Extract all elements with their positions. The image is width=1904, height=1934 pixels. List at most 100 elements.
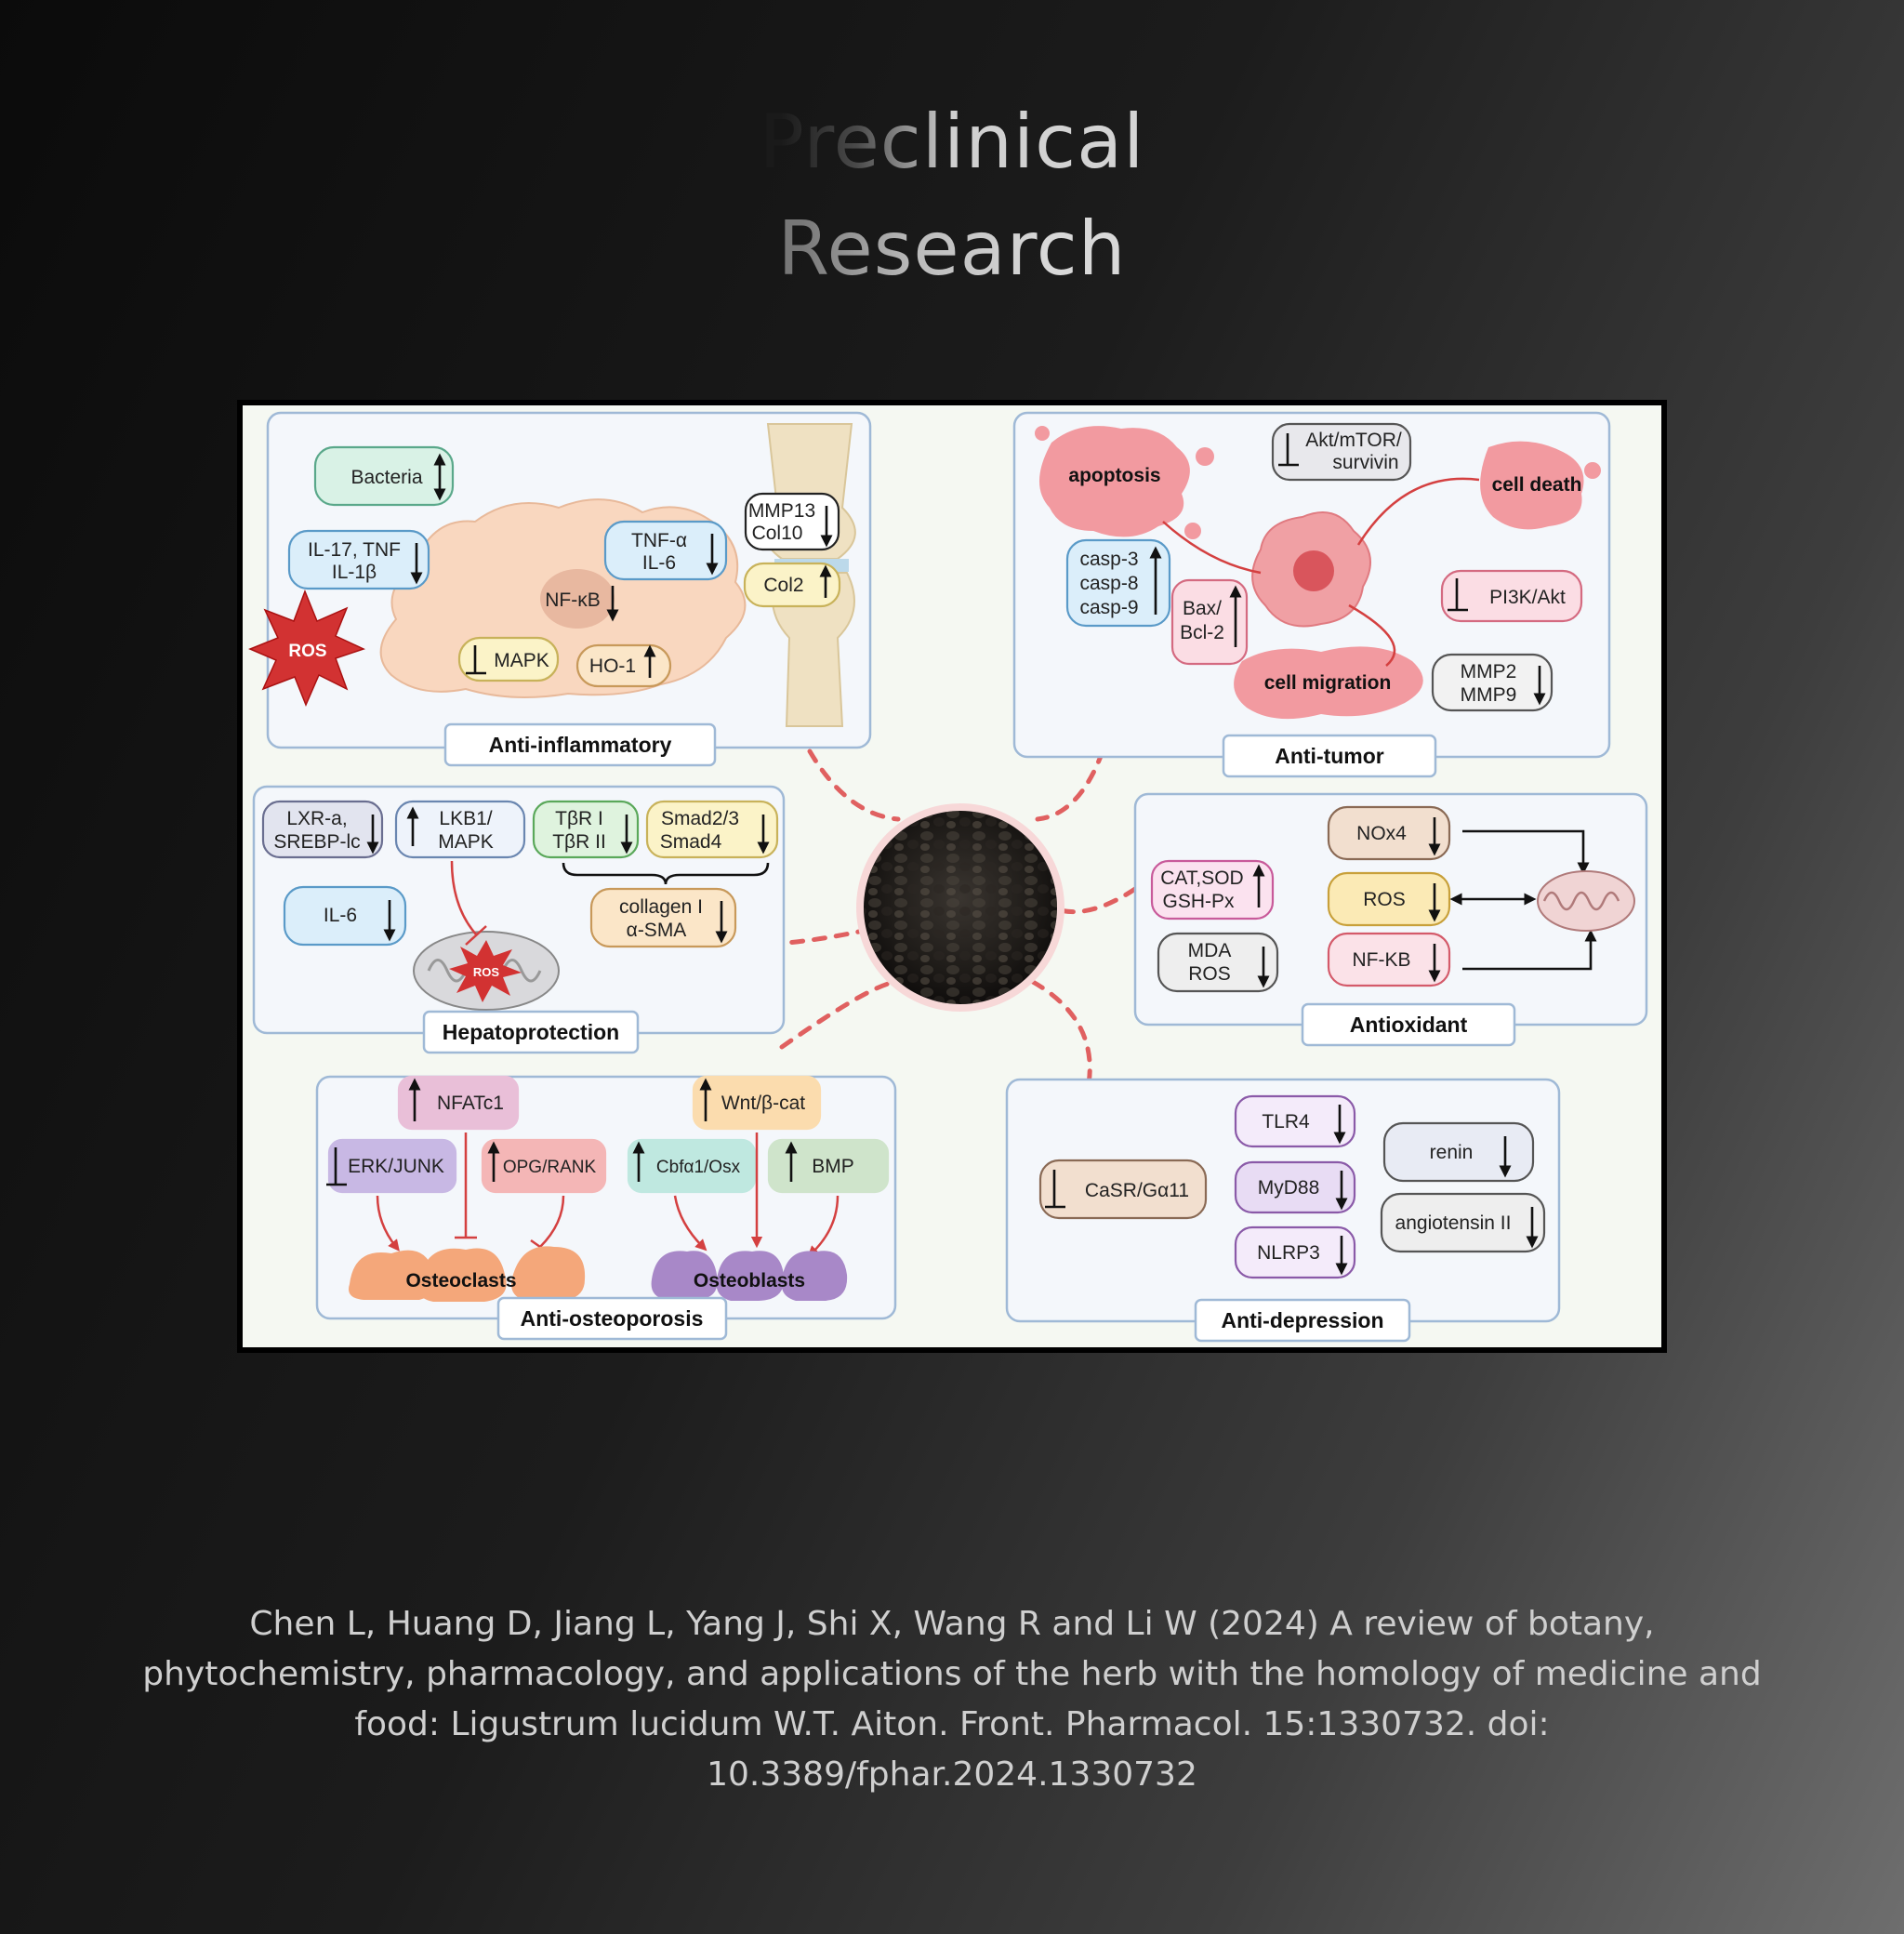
erk-box (327, 1138, 457, 1194)
casp9-text: casp-9 (1079, 597, 1138, 618)
casp3-text: casp-3 (1079, 549, 1138, 570)
collagen-text-1: collagen I (619, 896, 703, 918)
mapk-box (457, 636, 560, 682)
pi3k-box (1440, 569, 1583, 623)
cell-death-shape (1480, 441, 1584, 530)
myd88-text: MyD88 (1258, 1177, 1320, 1199)
lxr-text-2: SREBP-lc (273, 831, 360, 853)
citation-text: Chen L, Huang D, Jiang L, Yang J, Shi X,… (142, 1605, 1762, 1794)
ros-burst-icon (248, 589, 366, 707)
anti-depression-label: Anti-depression (1221, 1308, 1383, 1332)
lkb1-text-2: MAPK (438, 831, 494, 853)
mitochondrion-icon: ROS (413, 931, 560, 1011)
hepatoprotection-label-box (422, 1010, 640, 1054)
diagram-figure: Bacteria IL-17, TNF IL-1β ROS NF-κB MAPK… (237, 400, 1667, 1353)
panel-anti-tumor: apoptosis cell death cell migration Akt/… (1012, 411, 1611, 778)
ros-box (1327, 871, 1451, 927)
nfkb-antiox-text: NF-KB (1353, 949, 1411, 971)
tbr-box (532, 800, 640, 859)
bmp-text: BMP (812, 1156, 854, 1177)
collagen-text-2: α-SMA (627, 920, 687, 941)
mda-box (1157, 932, 1279, 993)
cat-text-1: CAT,SOD (1160, 868, 1243, 889)
il17-text-2: IL-1β (332, 562, 377, 583)
anti-inflammatory-label-box (443, 722, 717, 767)
casp8-text: casp-8 (1079, 573, 1138, 594)
nfkb-text: NF-κB (545, 589, 601, 611)
casr-box (1038, 1159, 1208, 1220)
mitochondrion-antioxidant-icon (1537, 870, 1635, 932)
osteoclast-cells (349, 1246, 586, 1302)
mmp13-text: MMP13 (748, 500, 815, 522)
tbr-text-1: TβR I (555, 808, 603, 829)
akt-inhibit-symbol (1278, 433, 1299, 467)
anti-osteoporosis-label: Anti-osteoporosis (521, 1306, 704, 1331)
bax-box (1170, 578, 1249, 666)
lkb1-box (394, 800, 526, 859)
il17-box (287, 529, 430, 590)
lkb1-text-1: LKB1/ (439, 808, 492, 829)
anti-tumor-label-box (1222, 734, 1437, 778)
angiotensin-box (1380, 1192, 1546, 1253)
title-line-1: Preclinical (0, 88, 1904, 195)
collagen-box (589, 887, 737, 948)
mda-text-2: ROS (1188, 963, 1231, 985)
ho1-text: HO-1 (589, 656, 636, 677)
casr-text: CaSR/Gα11 (1085, 1180, 1189, 1201)
smad-text-1: Smad2/3 (661, 808, 739, 829)
smad-box (645, 800, 779, 859)
tlr4-box (1234, 1094, 1356, 1148)
panel-anti-osteoporosis: NFATc1 ERK/JUNK OPG/RANK Wnt/β-cat Cbfα1… (315, 1075, 897, 1341)
nox4-text: NOx4 (1356, 823, 1407, 844)
akt-text-2: survivin (1332, 452, 1398, 473)
bacteria-box (313, 445, 455, 507)
bmp-box (767, 1138, 890, 1194)
bax-text-1: Bax/ (1183, 598, 1222, 619)
ros-burst-text: ROS (288, 642, 326, 661)
mapk-text: MAPK (494, 650, 549, 671)
antioxidant-label-box (1301, 1002, 1516, 1047)
nlrp3-box (1234, 1225, 1356, 1279)
osteoblasts-text: Osteoblasts (694, 1270, 805, 1292)
panel-anti-inflammatory: Bacteria IL-17, TNF IL-1β ROS NF-κB MAPK… (248, 411, 872, 767)
anti-inflammatory-label: Anti-inflammatory (489, 733, 672, 757)
panel-anti-depression: CaSR/Gα11 TLR4 MyD88 NLRP3 renin angiote… (1005, 1078, 1561, 1343)
mito-ros-text: ROS (473, 965, 500, 979)
pharmacology-diagram: Bacteria IL-17, TNF IL-1β ROS NF-κB MAPK… (243, 405, 1661, 1347)
cell-migration-shape (1234, 646, 1423, 720)
ros-text: ROS (1363, 889, 1406, 910)
panel-antioxidant: CAT,SOD GSH-Px MDA ROS NOx4 ROS NF-KB An… (1133, 792, 1648, 1047)
pi3k-text: PI3K/Akt (1489, 587, 1566, 608)
angiotensin-text: angiotensin II (1395, 1212, 1512, 1234)
hepatoprotection-label: Hepatoprotection (443, 1020, 619, 1044)
casr-inhibit-symbol (1045, 1170, 1065, 1209)
nfkb-to-mito-arrow (1462, 929, 1597, 971)
smad-text-2: Smad4 (660, 831, 722, 853)
erk-inhibit-symbol (326, 1147, 347, 1186)
anti-tumor-label: Anti-tumor (1275, 744, 1384, 768)
mmp2-box (1431, 653, 1554, 712)
caspase-box (1065, 538, 1171, 628)
lkb1-inhibit-line (450, 860, 487, 946)
il17-text-1: IL-17, TNF (308, 539, 401, 561)
page-title: Preclinical Research (0, 88, 1904, 302)
nox4-to-mito-arrow (1462, 829, 1590, 875)
renin-text: renin (1430, 1142, 1474, 1163)
cat-box (1150, 859, 1275, 921)
cat-text-2: GSH-Px (1162, 891, 1235, 912)
tnf-text-1: TNF-α (631, 530, 687, 551)
cbfa-text: Cbfα1/Osx (656, 1158, 741, 1177)
col2-text: Col2 (763, 575, 803, 596)
bacteria-text: Bacteria (350, 467, 422, 488)
cell-migration-text: cell migration (1264, 672, 1392, 694)
lxr-box (261, 800, 384, 859)
col10-text: Col10 (752, 523, 803, 544)
erk-text: ERK/JUNK (348, 1156, 444, 1177)
mmp9-text: MMP9 (1461, 684, 1517, 706)
wnt-box (692, 1075, 822, 1131)
nlrp3-text: NLRP3 (1257, 1242, 1320, 1264)
cell-death-text: cell death (1492, 474, 1582, 496)
renin-box (1382, 1121, 1535, 1183)
brace (562, 862, 770, 885)
myd88-box (1234, 1160, 1356, 1214)
